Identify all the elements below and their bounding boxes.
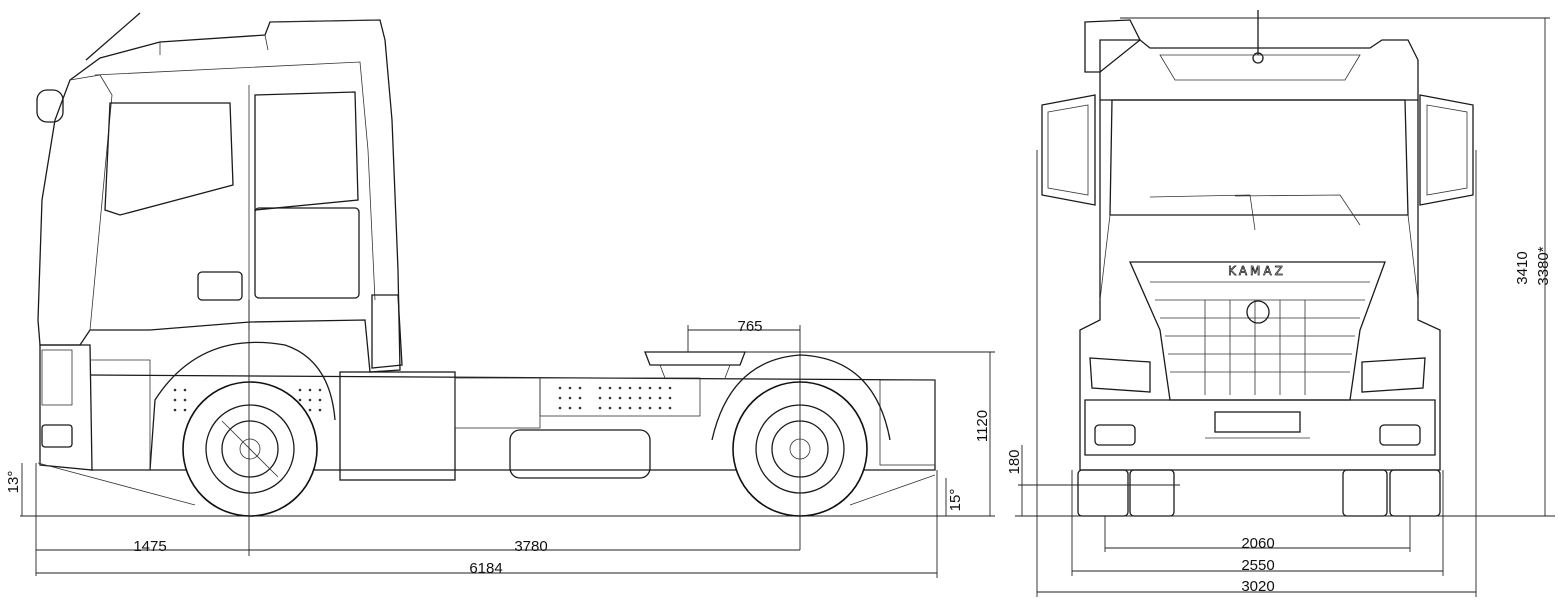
dim-mirror-width: 3020 (1241, 578, 1274, 595)
front-bumper-view (1084, 399, 1436, 456)
roof-light-left (1084, 19, 1141, 73)
dim-body-width: 2550 (1241, 557, 1274, 574)
dim-height: 3410 (1514, 251, 1531, 284)
dim-overall-length: 6184 (469, 560, 502, 577)
dim-ground-clearance: 180 (1006, 449, 1023, 474)
headlight-right (1361, 357, 1426, 393)
approach-angle-line (37, 462, 196, 506)
sleeper-window (254, 207, 360, 299)
front-tire-right (1389, 469, 1441, 517)
battery-box (339, 371, 456, 481)
dim-height-alt: 3380* (1535, 246, 1552, 285)
side-dimensions (21, 300, 995, 578)
license-plate (1214, 411, 1301, 433)
dim-front-overhang: 1475 (133, 538, 166, 555)
grille (1129, 261, 1386, 401)
front-bumper (39, 344, 151, 471)
side-window-rear (254, 91, 359, 211)
dim-track: 2060 (1241, 535, 1274, 552)
dim-fifth-wheel-offset: 765 (737, 318, 762, 335)
antenna (85, 12, 141, 61)
front-dimensions (1018, 17, 1550, 597)
chassis-frame (89, 341, 936, 481)
front-wheel (182, 381, 318, 517)
fifth-wheel (644, 351, 746, 366)
approach-angle: 13° (5, 471, 22, 494)
rear-tire-right (1342, 469, 1388, 517)
frame-perforations (173, 386, 672, 412)
mirror-left (1041, 94, 1096, 206)
mirror-right (1419, 94, 1474, 206)
rear-tire-left (1129, 469, 1175, 517)
front-tire-left (1077, 469, 1129, 517)
headlight-left (1089, 357, 1151, 393)
dim-wheelbase: 3780 (514, 538, 547, 555)
equipment-box (454, 377, 541, 429)
departure-angle: 15° (947, 489, 964, 512)
front-view: KAMAZ (1006, 10, 1555, 597)
side-view: 1475 3780 6184 765 1120 13° 15° (5, 12, 995, 578)
brand-logo: KAMAZ (1228, 264, 1286, 278)
windshield (1109, 99, 1409, 216)
side-mirror (36, 89, 64, 123)
door-handle (197, 271, 243, 301)
brand-emblem (1246, 300, 1270, 324)
departure-angle-line (849, 474, 936, 506)
side-window-front (104, 102, 234, 216)
front-cab (1079, 19, 1441, 471)
cab (36, 19, 403, 373)
dim-fifth-wheel-height: 1120 (974, 410, 991, 442)
fuel-tank (509, 429, 651, 479)
